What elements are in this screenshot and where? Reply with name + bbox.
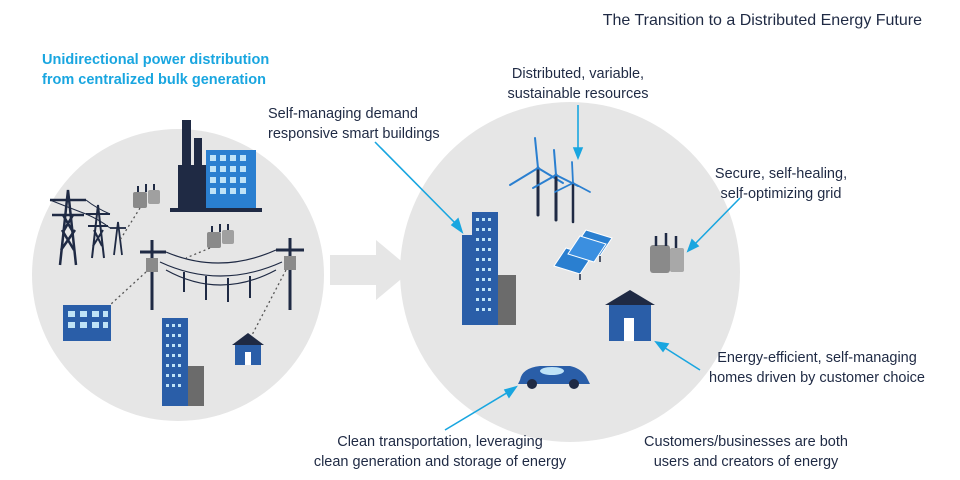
transmission-line xyxy=(49,199,111,229)
callout-grid-line-2: self-optimizing grid xyxy=(720,186,842,202)
callout-grid: Secure, self-healing, self-optimizing gr… xyxy=(700,164,862,204)
callout-homes-line-1: Energy-efficient, self-managing xyxy=(717,350,917,366)
transition-arrow xyxy=(330,240,412,300)
callout-transport-line-1: Clean transportation, leveraging xyxy=(337,434,543,450)
solar-panel-stand xyxy=(579,256,601,280)
callout-arrow xyxy=(374,105,741,431)
callout-resources-line-1: Distributed, variable, xyxy=(511,66,645,82)
wind-turbine-icon xyxy=(532,149,579,222)
transformer-icon xyxy=(207,224,234,248)
callout-customers-line-2: users and creators of energy xyxy=(653,454,839,470)
house-icon xyxy=(605,290,655,341)
transformer-icon xyxy=(650,233,684,273)
callout-transport: Clean transportation, leveraging clean g… xyxy=(290,432,590,472)
utility-pole-icon xyxy=(140,238,304,310)
left-heading-line-2: from centralized bulk generation xyxy=(42,72,266,88)
callout-transport-line-2: clean generation and storage of energy xyxy=(313,454,567,470)
wind-turbine-icon xyxy=(554,161,591,224)
transmission-tower-icon xyxy=(50,189,86,266)
insulator-icon xyxy=(183,272,251,302)
callout-resources: Distributed, variable, sustainable resou… xyxy=(493,64,663,104)
distributed-circle xyxy=(400,102,740,442)
distribution-line xyxy=(159,249,283,286)
diagram-title: The Transition to a Distributed Energy F… xyxy=(602,12,922,29)
wind-turbine-icon xyxy=(509,137,564,217)
callout-smart-buildings-line-1: Self-managing demand xyxy=(268,106,418,122)
transformer-icon xyxy=(284,256,296,270)
skyscraper-icon xyxy=(162,318,204,406)
transmission-tower-icon xyxy=(86,204,110,259)
callout-grid-line-1: Secure, self-healing, xyxy=(714,166,848,182)
electric-car-icon xyxy=(518,366,590,389)
house-icon xyxy=(232,333,264,365)
transformer-icon xyxy=(133,184,160,208)
left-heading-line-1: Unidirectional power distribution xyxy=(42,52,270,68)
power-plant-icon xyxy=(170,120,262,212)
callout-homes: Energy-efficient, self-managing homes dr… xyxy=(690,348,944,388)
office-building-icon xyxy=(63,305,111,341)
solar-panel-icon xyxy=(553,229,613,275)
transmission-tower-icon xyxy=(110,221,126,256)
skyscraper-icon xyxy=(462,212,516,325)
callout-smart-buildings-line-2: responsive smart buildings xyxy=(268,126,440,142)
callout-smart-buildings: Self-managing demand responsive smart bu… xyxy=(268,104,440,144)
dotted-connector xyxy=(109,207,287,336)
callout-homes-line-2: homes driven by customer choice xyxy=(709,370,925,386)
transformer-icon xyxy=(146,258,158,272)
left-heading: Unidirectional power distribution from c… xyxy=(42,50,269,90)
callout-customers: Customers/businesses are both users and … xyxy=(626,432,866,472)
callout-customers-line-1: Customers/businesses are both xyxy=(644,434,848,450)
callout-resources-line-2: sustainable resources xyxy=(507,86,649,102)
